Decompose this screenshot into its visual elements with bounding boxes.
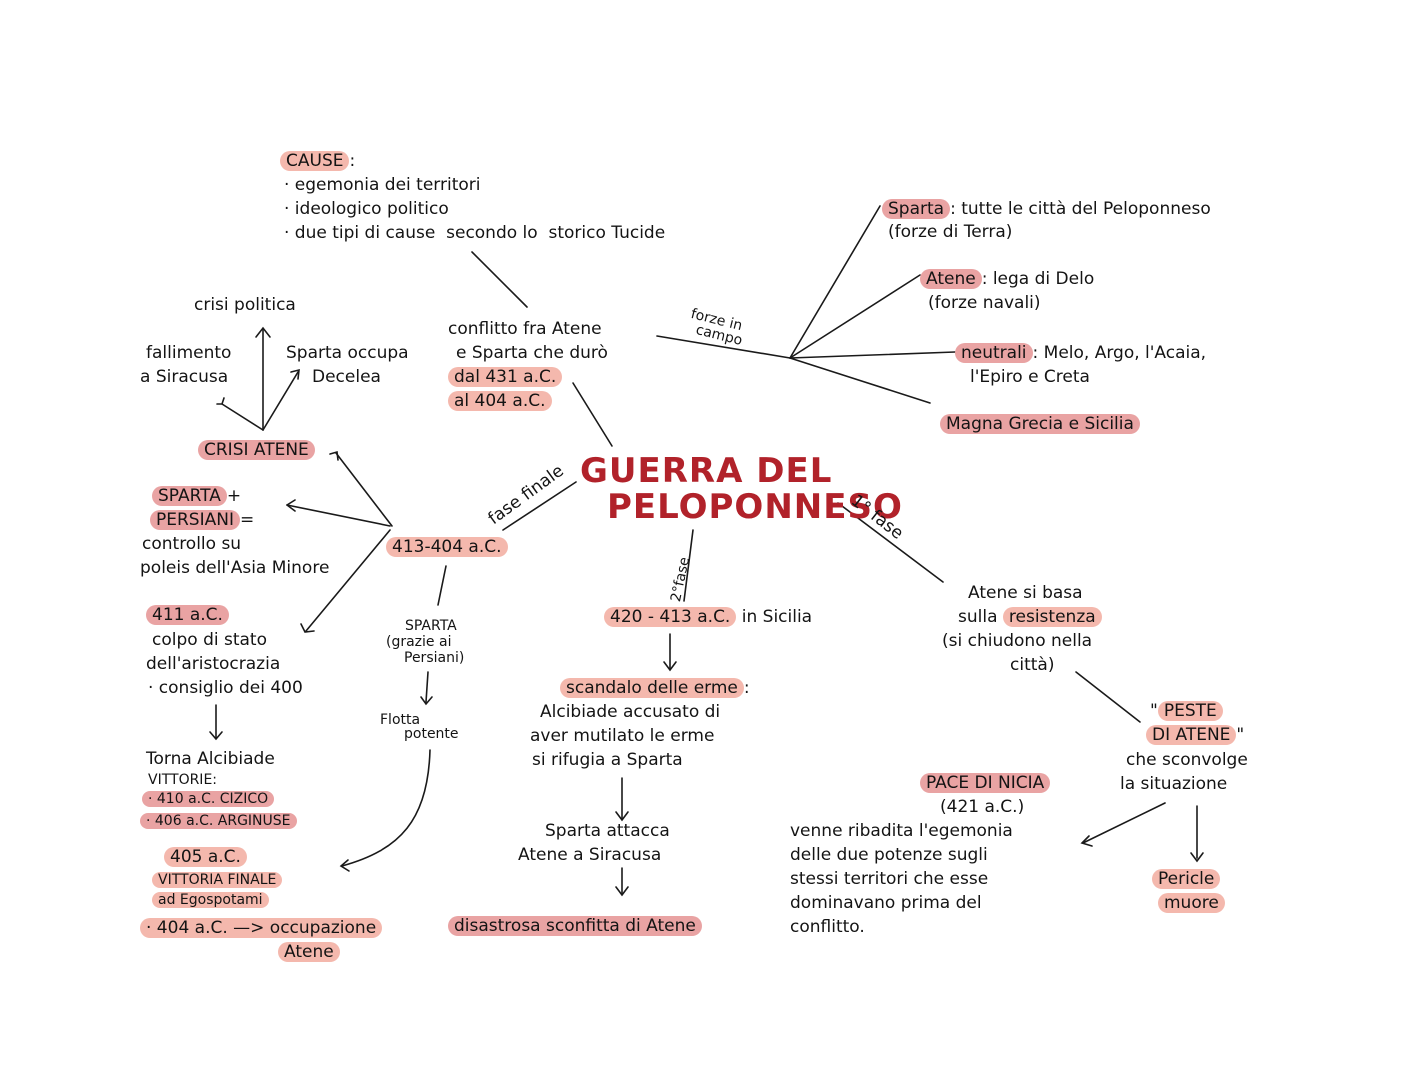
coup-date: 411 a.C.	[146, 604, 229, 627]
forces-neutral-sub: l'Epiro e Creta	[970, 367, 1090, 387]
phase1-text: (si chiudono nella	[942, 631, 1093, 651]
link-center-phase2	[683, 529, 694, 602]
victory-item: · 406 a.C. ARGINUSE	[140, 813, 297, 829]
peste-label: "PESTE	[1150, 700, 1223, 723]
link-crisis-fallimento	[221, 403, 264, 431]
crisis-politica: crisi politica	[194, 295, 296, 315]
decelea-text: Sparta occupa	[286, 343, 409, 363]
link-conflict-cause	[471, 251, 528, 308]
conflict-dates-end: al 404 a.C.	[448, 390, 552, 413]
phase2-date: 420 - 413 a.C. in Sicilia	[604, 606, 812, 629]
phase1-text: sulla resistenza	[958, 606, 1102, 629]
link-conflict-forces	[656, 335, 791, 359]
pace-text: dominavano prima del	[790, 893, 982, 913]
link-phase1-peste	[1075, 671, 1141, 723]
vittorie-label: VITTORIE:	[148, 772, 218, 788]
link-forces-neutral	[789, 351, 956, 359]
center-title-line2: PELOPONNESO	[607, 487, 903, 527]
flotta-text: potente	[404, 726, 459, 742]
cause-block: CAUSE:	[280, 150, 355, 173]
final-victory-place: ad Egospotami	[152, 892, 269, 908]
forces-sparta: Sparta: tutte le città del Peloponneso	[882, 198, 1211, 221]
peste-label: DI ATENE"	[1146, 724, 1244, 747]
flotta-text: Flotta	[380, 712, 421, 728]
link-center-final	[502, 481, 577, 531]
fallimento-text: fallimento	[146, 343, 232, 363]
occupation-text: Atene	[278, 941, 340, 964]
scandal-text: si rifugia a Sparta	[532, 750, 683, 770]
attack-text: Atene a Siracusa	[518, 845, 662, 865]
pace-title: PACE DI NICIA	[920, 772, 1051, 795]
final-victory-date: 405 a.C.	[164, 846, 247, 869]
crisis-label: CRISI ATENE	[198, 439, 315, 462]
scandal-label: scandalo delle erme:	[560, 677, 750, 700]
cause-item: · due tipi di cause secondo lo storico T…	[284, 223, 666, 243]
alcibiade-text: Torna Alcibiade	[146, 749, 275, 769]
pace-text: conflitto.	[790, 917, 865, 937]
link-forces-sparta	[789, 205, 881, 359]
cause-label: CAUSE	[280, 151, 350, 171]
link-forces-atene	[789, 274, 921, 359]
link-forces-magna	[789, 357, 931, 404]
pericle-label: muore	[1158, 892, 1225, 915]
sparta-persia-text: Persiani)	[404, 650, 465, 666]
scandal-text: aver mutilato le erme	[530, 726, 715, 746]
link-sparta-flotta	[425, 671, 429, 703]
center-title-line1: GUERRA DEL	[580, 451, 833, 491]
phase1-text: città)	[1010, 655, 1055, 675]
pace-text: venne ribadita l'egemonia	[790, 821, 1013, 841]
link-crisis-decelea	[262, 371, 299, 431]
conflict-line: e Sparta che durò	[456, 343, 608, 363]
link-flotta-finale	[341, 749, 431, 867]
victory-item: · 410 a.C. CIZICO	[142, 791, 275, 807]
alliance-text: poleis dell'Asia Minore	[140, 558, 330, 578]
decelea-text: Decelea	[312, 367, 381, 387]
peste-sub: che sconvolge	[1126, 750, 1248, 770]
scandal-text: Alcibiade accusato di	[540, 702, 721, 722]
link-final-coup	[305, 529, 391, 632]
occupation-text: · 404 a.C. —> occupazione	[140, 917, 383, 940]
phase1-text: Atene si basa	[968, 583, 1083, 603]
alliance-sparta: SPARTA+	[152, 485, 241, 508]
cause-item: · ideologico politico	[284, 199, 449, 219]
cause-item: · egemonia dei territori	[284, 175, 481, 195]
link-peste-pace	[1082, 802, 1166, 844]
final-victory-label: VITTORIA FINALE	[152, 872, 283, 888]
link-center-phase1	[837, 502, 944, 583]
forces-magna: Magna Grecia e Sicilia	[940, 413, 1140, 436]
coup-text: · consiglio dei 400	[148, 678, 303, 698]
link-final-alliance	[286, 504, 391, 527]
final-date: 413-404 a.C.	[386, 536, 508, 559]
forces-atene: Atene: lega di Delo	[920, 268, 1094, 291]
forces-neutral: neutrali: Melo, Argo, l'Acaia,	[955, 342, 1206, 365]
coup-text: colpo di stato	[152, 630, 267, 650]
defeat-text: disastrosa sconfitta di Atene	[448, 915, 702, 938]
coup-text: dell'aristocrazia	[146, 654, 281, 674]
link-final-sparta	[437, 565, 447, 606]
pace-text: delle due potenze sugli	[790, 845, 988, 865]
attack-text: Sparta attacca	[545, 821, 670, 841]
forces-atene-sub: (forze navali)	[928, 293, 1041, 313]
fallimento-text: a Siracusa	[140, 367, 229, 387]
alliance-persiani: PERSIANI=	[150, 509, 254, 532]
sparta-persia-text: SPARTA	[405, 618, 457, 634]
pericle-label: Pericle	[1152, 868, 1221, 891]
link-final-crisis	[335, 452, 393, 527]
pace-date: (421 a.C.)	[940, 797, 1025, 817]
alliance-text: controllo su	[142, 534, 242, 554]
sparta-persia-text: (grazie ai	[386, 634, 452, 650]
forces-sparta-sub: (forze di Terra)	[888, 222, 1013, 242]
conflict-line: conflitto fra Atene	[448, 319, 602, 339]
link-center-conflict	[572, 382, 613, 447]
pace-text: stessi territori che esse	[790, 869, 989, 889]
cause-colon: :	[349, 151, 356, 171]
peste-sub: la situazione	[1120, 774, 1228, 794]
conflict-dates-start: dal 431 a.C.	[448, 366, 563, 389]
